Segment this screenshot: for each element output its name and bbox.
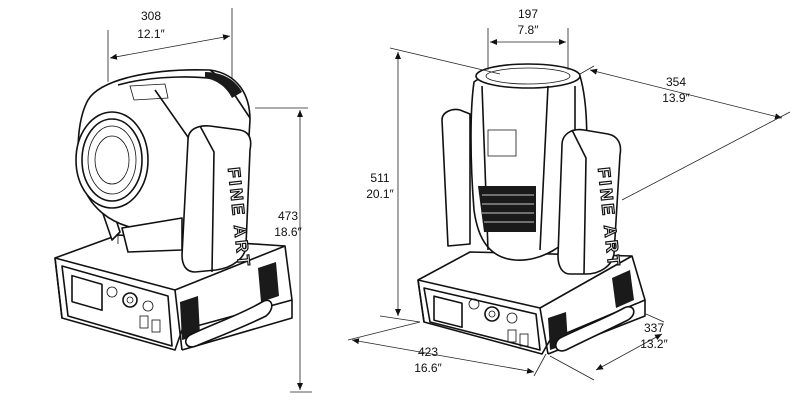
dim-inch: 13.2″ xyxy=(640,337,668,351)
dim-mm: 511 xyxy=(370,171,389,185)
dim-label-head-width: 197 7.8″ xyxy=(518,7,540,37)
dim-mm: 354 xyxy=(666,75,686,89)
dim-label-front-width: 308 12.1″ xyxy=(137,9,165,41)
dim-label-total-height: 511 20.1″ xyxy=(366,171,394,201)
dim-label-front-height: 473 18.6″ xyxy=(274,209,302,239)
head-vent-right xyxy=(478,186,536,232)
dim-inch: 16.6″ xyxy=(414,361,442,375)
carry-handle-right xyxy=(554,306,635,352)
moving-head-right xyxy=(470,63,588,261)
dim-label-base-depth: 337 13.2″ xyxy=(640,321,668,351)
dim-label-base-width: 423 16.6″ xyxy=(414,345,442,375)
moving-head-left xyxy=(75,68,251,231)
dim-inch: 12.1″ xyxy=(137,27,165,41)
carry-handle-left xyxy=(184,299,273,348)
dim-inch: 7.8″ xyxy=(518,23,540,37)
dim-mm: 423 xyxy=(418,345,438,359)
fixture-side-view: FINE ART xyxy=(417,63,646,355)
fixture-front-view: FINE ART xyxy=(54,68,293,351)
yoke-arm-left: FINE ART xyxy=(181,125,254,273)
dim-mm: 473 xyxy=(278,209,298,223)
dim-inch: 13.9″ xyxy=(662,91,690,105)
dim-mm: 197 xyxy=(518,7,538,21)
dim-mm: 308 xyxy=(141,9,161,23)
dim-label-depth: 354 13.9″ xyxy=(662,75,690,105)
side-vent-left xyxy=(180,262,279,340)
dim-inch: 20.1″ xyxy=(366,187,394,201)
dimension-lines xyxy=(107,8,791,393)
base-unit-left xyxy=(54,234,293,351)
lens-left xyxy=(75,111,149,209)
dim-inch: 18.6″ xyxy=(274,225,302,239)
yoke-arm-right: FINE ART xyxy=(557,128,624,275)
dim-mm: 337 xyxy=(644,321,664,335)
